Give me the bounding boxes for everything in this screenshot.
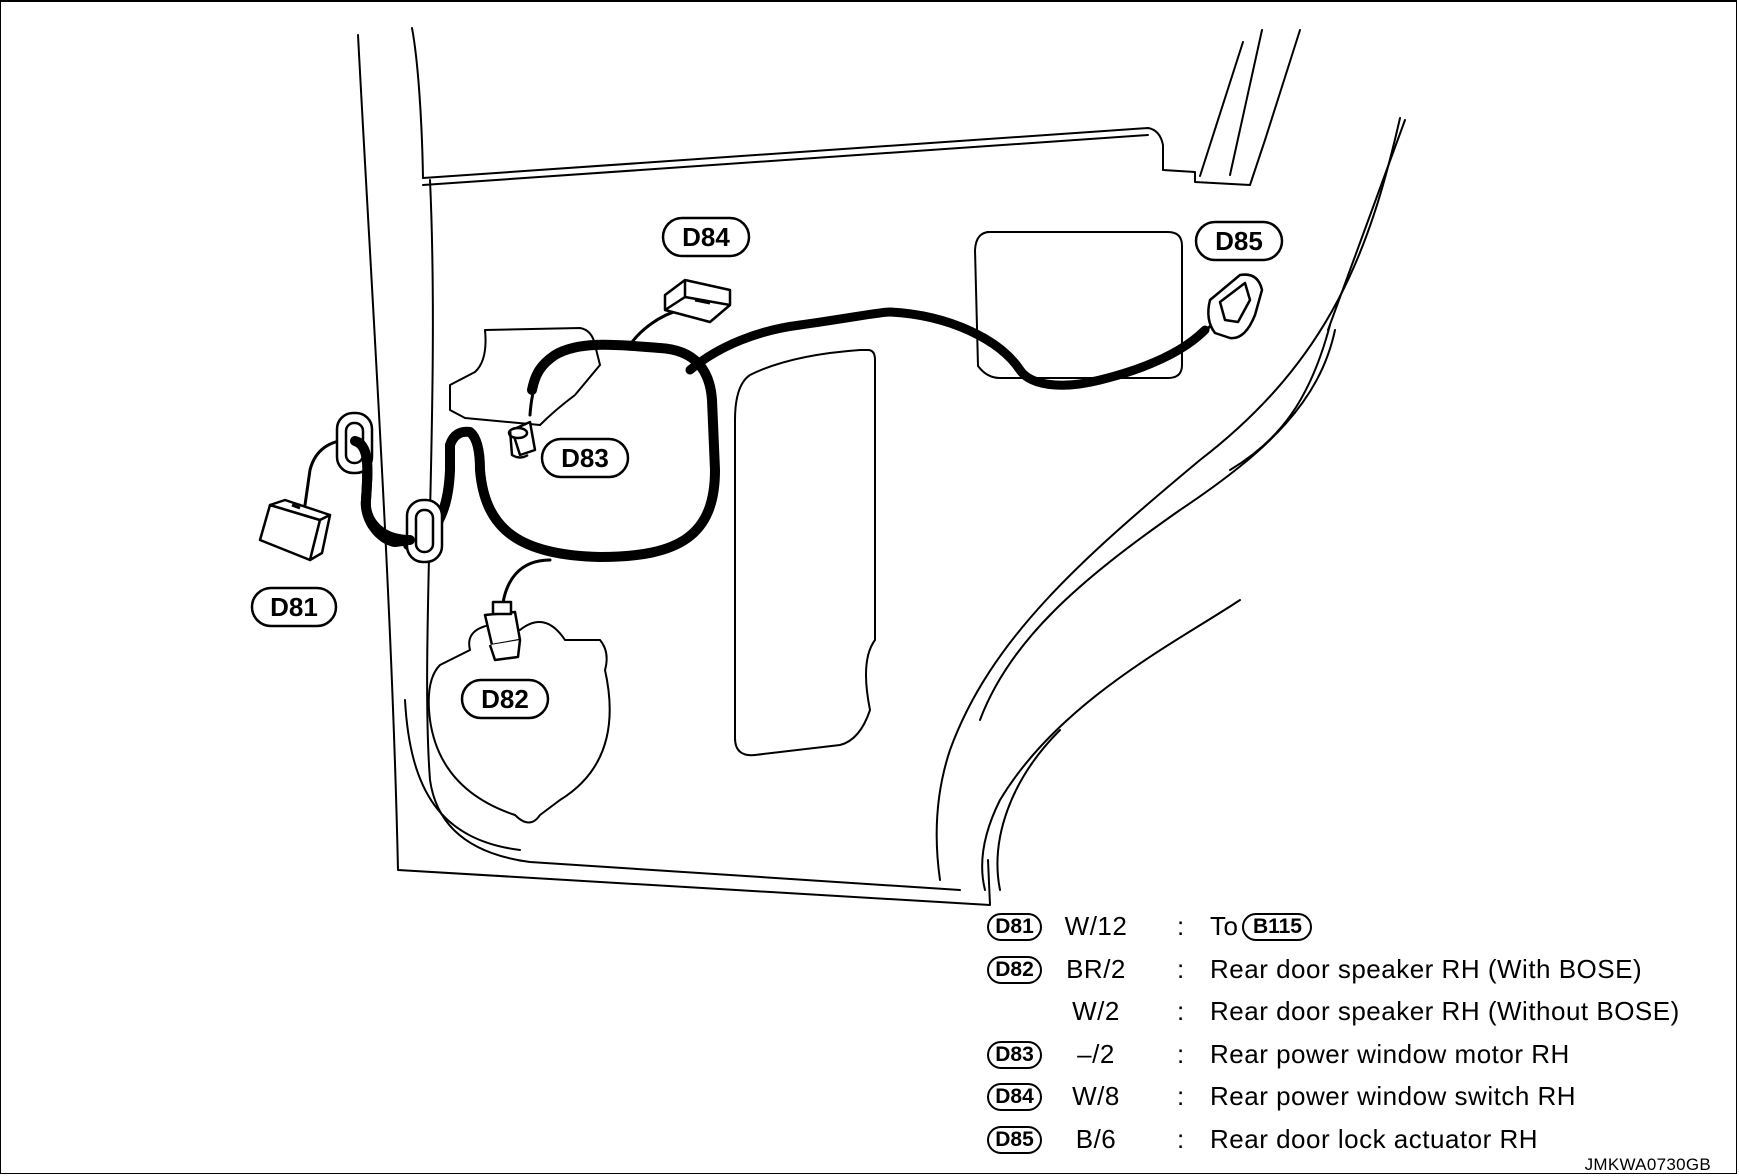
d83-branch-wire <box>528 353 562 417</box>
figure-id: JMKWA0730GB <box>1584 1155 1711 1174</box>
wire-code: W/2 <box>1072 996 1120 1026</box>
main-harness <box>350 307 1210 562</box>
separator: : <box>1177 1038 1185 1069</box>
door-panel-outline <box>357 27 1406 906</box>
separator: : <box>1177 996 1185 1026</box>
window-motor-opening <box>734 349 876 757</box>
legend-row-d83: D83 –/2 : Rear power window motor RH <box>985 1036 1730 1079</box>
legend-description: Rear door speaker RH (Without BOSE) <box>1210 996 1680 1026</box>
callout-d82-label: D82 <box>481 684 529 714</box>
legend-description: Rear power window motor RH <box>1210 1038 1570 1069</box>
speaker-mount <box>427 621 611 824</box>
callout-d85: D85 <box>1194 220 1284 262</box>
connector-badge: D84 <box>987 1083 1042 1111</box>
callout-d82: D82 <box>460 678 550 720</box>
separator: : <box>1177 911 1185 941</box>
callout-d83-label: D83 <box>561 443 609 473</box>
upper-access-opening <box>449 327 601 426</box>
legend-row-d82: D82 BR/2 : Rear door speaker RH (With BO… <box>985 951 1730 994</box>
d84-connector-shape <box>663 278 732 324</box>
d82-connector-shape <box>483 600 522 662</box>
separator: : <box>1177 1081 1185 1111</box>
connector-ref-badge: B115 <box>1242 913 1313 941</box>
d81-connector-shape <box>258 498 332 562</box>
panel-openings <box>449 231 1183 757</box>
separator: : <box>1177 1123 1185 1154</box>
legend-row-d85: D85 B/6 : Rear door lock actuator RH <box>985 1121 1730 1164</box>
wire-code: W/8 <box>1072 1081 1120 1111</box>
wire-code: BR/2 <box>1066 953 1126 984</box>
connector-badge: D85 <box>987 1125 1042 1154</box>
lock-access-opening <box>974 231 1183 379</box>
separator: : <box>1177 953 1185 984</box>
connector-badge: D82 <box>987 955 1042 984</box>
legend-row-d84: D84 W/8 : Rear power window switch RH <box>985 1078 1730 1121</box>
branch-wires <box>303 303 1237 612</box>
callout-d81-label: D81 <box>270 592 318 622</box>
callout-d85-label: D85 <box>1215 226 1263 256</box>
d84-branch-wire <box>628 308 682 347</box>
legend-description: Rear door speaker RH (With BOSE) <box>1210 953 1643 984</box>
legend-description: Rear power window switch RH <box>1210 1081 1577 1111</box>
d85-connector-shape <box>1207 273 1264 340</box>
legend-description: Rear door lock actuator RH <box>1210 1123 1539 1154</box>
d83-connector-shape <box>507 420 537 459</box>
wire-code: W/12 <box>1064 911 1128 941</box>
wire-code: B/6 <box>1075 1123 1117 1154</box>
callout-d84-label: D84 <box>682 222 730 252</box>
connector-badge: D81 <box>987 913 1042 941</box>
connector-badge: D83 <box>987 1040 1042 1069</box>
callout-d81: D81 <box>250 586 338 628</box>
callout-d84: D84 <box>661 216 751 258</box>
to-prefix: To <box>1210 911 1239 941</box>
wire-code: –/2 <box>1077 1038 1115 1069</box>
legend-row-d82-alt: W/2 : Rear door speaker RH (Without BOSE… <box>985 993 1730 1036</box>
callout-d83: D83 <box>540 437 630 479</box>
